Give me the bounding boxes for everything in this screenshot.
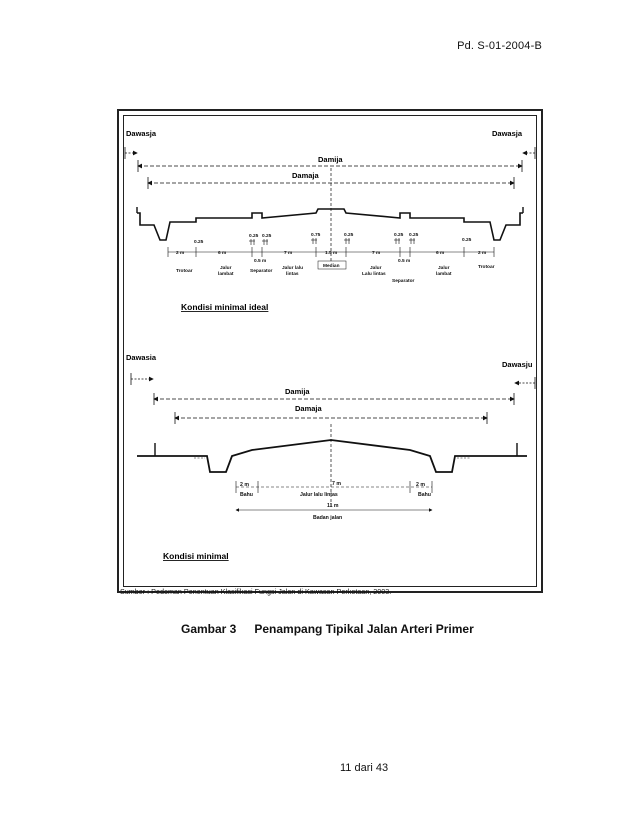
ideal-dim-7m-left: 7 m	[284, 250, 292, 256]
minimal-section: Dawasia Dawasju Damija Damaja 2 m 7 m 2 …	[126, 353, 536, 561]
ideal-label-median: Median	[323, 263, 340, 269]
ideal-label-jalur-lalu-lintas-left-1: Jalur lalu	[282, 265, 303, 271]
figure-inner-border	[123, 115, 537, 587]
document-code: Pd. S-01-2004-B	[457, 40, 542, 52]
ideal-label-jalur-lambat-left-2: lambat	[218, 271, 234, 277]
ideal-dim-6m-left: 6 m	[218, 250, 226, 256]
minimal-bahu-left: Bahu	[240, 492, 253, 498]
ideal-dim-025-d: 0.25	[344, 232, 354, 238]
page-number: 11 dari 43	[340, 762, 389, 774]
ideal-dim-025-g: 0.25	[462, 237, 472, 243]
ideal-dim-025-c: 0.25	[262, 233, 272, 239]
figure-source: Sumber : Pedoman Penentuan Klasifikasi F…	[120, 587, 392, 596]
ideal-title: Kondisi minimal ideal	[181, 302, 268, 312]
minimal-dim-2m-right: 2 m	[416, 482, 425, 488]
minimal-damaja-label: Damaja	[295, 404, 323, 413]
ideal-dim-2m-left: 2 m	[176, 250, 184, 256]
ideal-dim-15m: 1.5 m	[325, 250, 337, 256]
ideal-dawasja-right: Dawasja	[492, 129, 523, 138]
minimal-dim-11m: 11 m	[327, 503, 339, 509]
minimal-dawasja-right: Dawasju	[502, 360, 533, 369]
minimal-badan-jalan: Badan jalan	[313, 515, 342, 521]
ideal-damaja-label: Damaja	[292, 171, 320, 180]
ideal-label-separator-left: Separator	[250, 268, 273, 274]
ideal-dim-025-a: 0.25	[194, 239, 204, 245]
ideal-label-jalur-lalu-lintas-left-2: lintas	[286, 271, 299, 277]
ideal-dawasja-left: Dawasja	[126, 129, 157, 138]
ideal-damija-label: Damija	[318, 155, 343, 164]
ideal-label-jalur-lambat-right-1: Jalur	[438, 265, 450, 271]
ideal-sep-05-left: 0.5 m	[254, 258, 266, 264]
caption-title: Penampang Tipikal Jalan Arteri Primer	[254, 622, 474, 636]
minimal-dawasja-left: Dawasia	[126, 353, 157, 362]
ideal-label-jalur-lambat-right-2: lambat	[436, 271, 452, 277]
ideal-label-jalur-lambat-left-1: Jalur	[220, 265, 232, 271]
ideal-dim-025-f: 0.25	[409, 232, 419, 238]
minimal-dim-7m: 7 m	[332, 481, 341, 487]
minimal-road-profile	[137, 439, 527, 473]
ideal-label-jalur-right-1: Jalur	[370, 265, 382, 271]
ideal-road-profile	[137, 208, 523, 241]
figure-caption: Gambar 3 Penampang Tipikal Jalan Arteri P…	[181, 622, 474, 636]
ideal-sep-05-right: 0.5 m	[398, 258, 410, 264]
ideal-label-trotoar-right: Trotoar	[478, 264, 495, 270]
ideal-dim-025-e: 0.25	[394, 232, 404, 238]
ideal-dim-6m-right: 6 m	[436, 250, 444, 256]
minimal-bahu-right: Bahu	[418, 492, 431, 498]
ideal-label-trotoar-left: Trotoar	[176, 268, 193, 274]
ideal-dim-075-a: 0.75	[311, 232, 321, 238]
minimal-dim-2m-left: 2 m	[240, 482, 249, 488]
minimal-jalur-lalu-lintas: Jalur lalu lintas	[300, 492, 338, 498]
ideal-label-jalur-right-2: Lalu lintas	[362, 271, 386, 277]
minimal-title: Kondisi minimal	[163, 551, 229, 561]
ideal-label-separator-right: Separator	[392, 278, 415, 284]
figure-frame	[117, 109, 543, 593]
minimal-damija-label: Damija	[285, 387, 310, 396]
ideal-dim-2m-right: 2 m	[478, 250, 486, 256]
ideal-dim-025-b: 0.25	[249, 233, 259, 239]
caption-number: Gambar 3	[181, 622, 237, 636]
ideal-section: Dawasja Dawasja Damija Damaja	[124, 129, 536, 312]
ideal-dim-7m-right: 7 m	[372, 250, 380, 256]
